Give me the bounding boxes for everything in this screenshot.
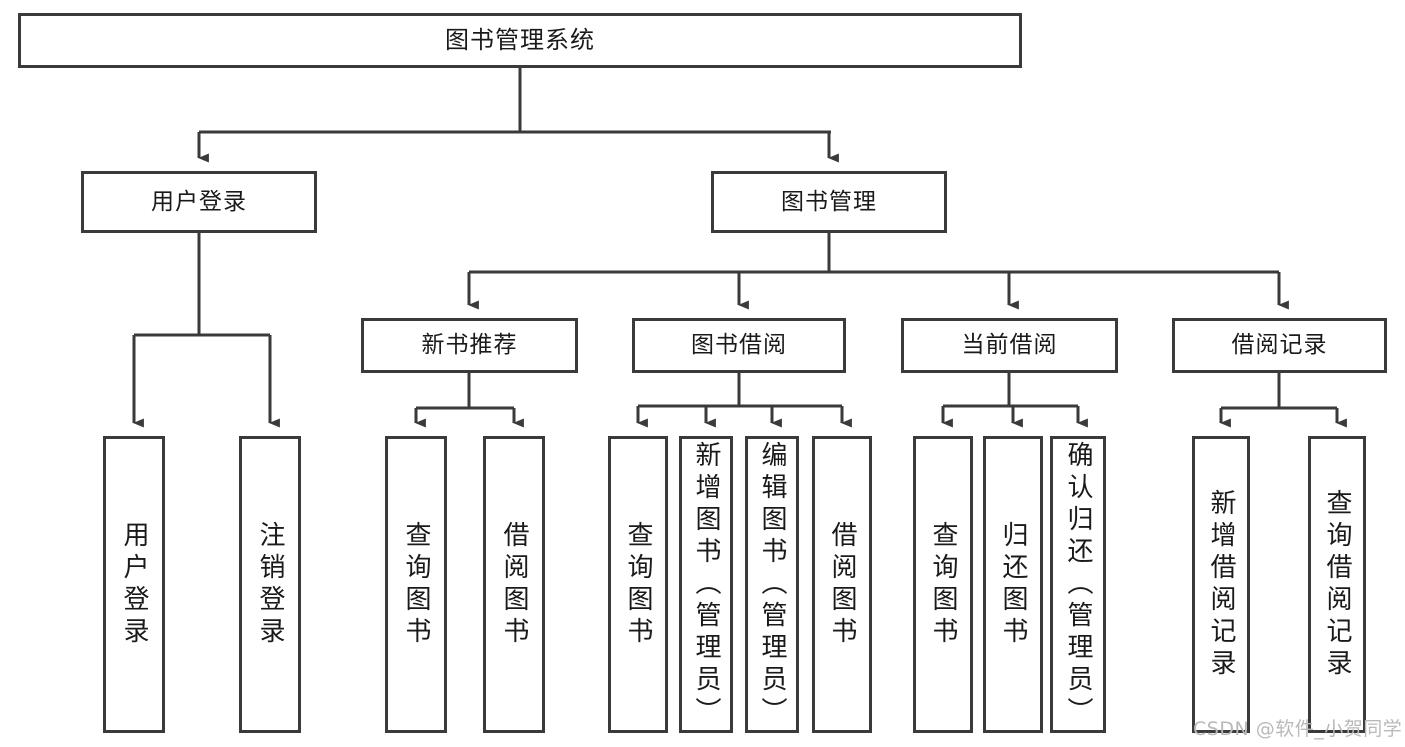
node-book-borrow-label: 图书借阅 <box>691 332 787 359</box>
node-book-manage[interactable]: 图书管理 <box>711 171 947 233</box>
node-leaf-query-book-cur-label: 查询图书 <box>928 520 958 649</box>
node-leaf-edit-book-admin[interactable]: 编辑图书（管理员） <box>745 436 799 733</box>
node-leaf-query-book-rec[interactable]: 查询图书 <box>385 436 447 733</box>
node-leaf-add-borrow-record[interactable]: 新增借阅记录 <box>1192 436 1250 733</box>
node-leaf-add-borrow-record-label: 新增借阅记录 <box>1206 488 1236 681</box>
node-leaf-query-borrow-record[interactable]: 查询借阅记录 <box>1308 436 1366 733</box>
node-leaf-borrow-book-label: 借阅图书 <box>827 520 857 649</box>
node-leaf-borrow-book-rec-label: 借阅图书 <box>499 520 529 649</box>
node-leaf-confirm-return-label: 确认归还（管理员） <box>1063 440 1093 729</box>
node-book-manage-label: 图书管理 <box>781 188 877 215</box>
watermark: CSDN @软件_小贺同学 <box>1193 714 1402 741</box>
node-leaf-user-login[interactable]: 用户登录 <box>103 436 165 733</box>
node-root[interactable]: 图书管理系统 <box>18 13 1022 68</box>
node-borrow-record-label: 借阅记录 <box>1231 332 1328 359</box>
node-leaf-query-book-cur[interactable]: 查询图书 <box>913 436 973 733</box>
node-user-login[interactable]: 用户登录 <box>81 171 317 233</box>
node-leaf-return-book[interactable]: 归还图书 <box>983 436 1043 733</box>
node-current-borrow[interactable]: 当前借阅 <box>901 318 1118 373</box>
node-leaf-borrow-book[interactable]: 借阅图书 <box>812 436 872 733</box>
node-new-book-rec[interactable]: 新书推荐 <box>361 318 578 373</box>
node-leaf-user-logout[interactable]: 注销登录 <box>239 436 301 733</box>
node-new-book-rec-label: 新书推荐 <box>421 332 518 359</box>
node-leaf-user-login-label: 用户登录 <box>119 520 149 649</box>
node-leaf-user-logout-label: 注销登录 <box>255 520 285 649</box>
node-leaf-add-book-admin-label: 新增图书（管理员） <box>691 440 721 729</box>
node-leaf-query-book[interactable]: 查询图书 <box>608 436 668 733</box>
node-book-borrow[interactable]: 图书借阅 <box>632 318 846 373</box>
node-user-login-label: 用户登录 <box>151 188 247 215</box>
node-leaf-query-borrow-record-label: 查询借阅记录 <box>1322 488 1352 681</box>
node-leaf-confirm-return[interactable]: 确认归还（管理员） <box>1050 436 1106 733</box>
node-current-borrow-label: 当前借阅 <box>961 332 1058 359</box>
node-leaf-edit-book-admin-label: 编辑图书（管理员） <box>757 440 787 729</box>
node-leaf-query-book-label: 查询图书 <box>623 520 653 649</box>
node-leaf-add-book-admin[interactable]: 新增图书（管理员） <box>679 436 733 733</box>
watermark-text: CSDN @软件_小贺同学 <box>1193 718 1403 740</box>
node-leaf-borrow-book-rec[interactable]: 借阅图书 <box>483 436 545 733</box>
node-root-label: 图书管理系统 <box>445 25 595 54</box>
node-borrow-record[interactable]: 借阅记录 <box>1172 318 1387 373</box>
node-leaf-query-book-rec-label: 查询图书 <box>401 520 431 649</box>
node-leaf-return-book-label: 归还图书 <box>998 520 1028 649</box>
